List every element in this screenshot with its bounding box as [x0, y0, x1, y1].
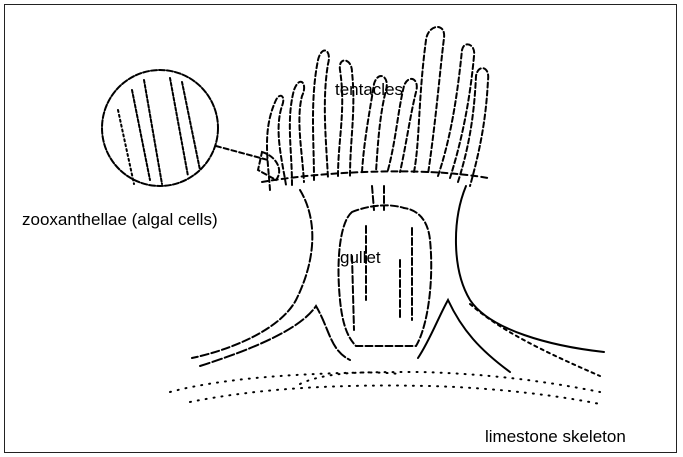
tentacle-8: [438, 44, 474, 178]
tentacle-7: [414, 27, 444, 174]
tentacle-4: [338, 60, 353, 176]
oral-disc: [262, 171, 488, 182]
zooxanthellae-inset: [102, 70, 218, 186]
limestone-skeleton-drawing: [170, 372, 600, 404]
tentacle-2: [290, 82, 304, 185]
label-gullet: gullet: [340, 249, 381, 266]
tentacles-drawing: [267, 27, 488, 190]
tentacle-3: [313, 50, 329, 180]
inset-leader-line: [216, 146, 279, 180]
body-column: [192, 186, 604, 376]
label-tentacles: tentacles: [335, 81, 403, 98]
label-limestone-skeleton: limestone skeleton: [485, 428, 626, 445]
label-zooxanthellae: zooxanthellae (algal cells): [22, 211, 218, 228]
